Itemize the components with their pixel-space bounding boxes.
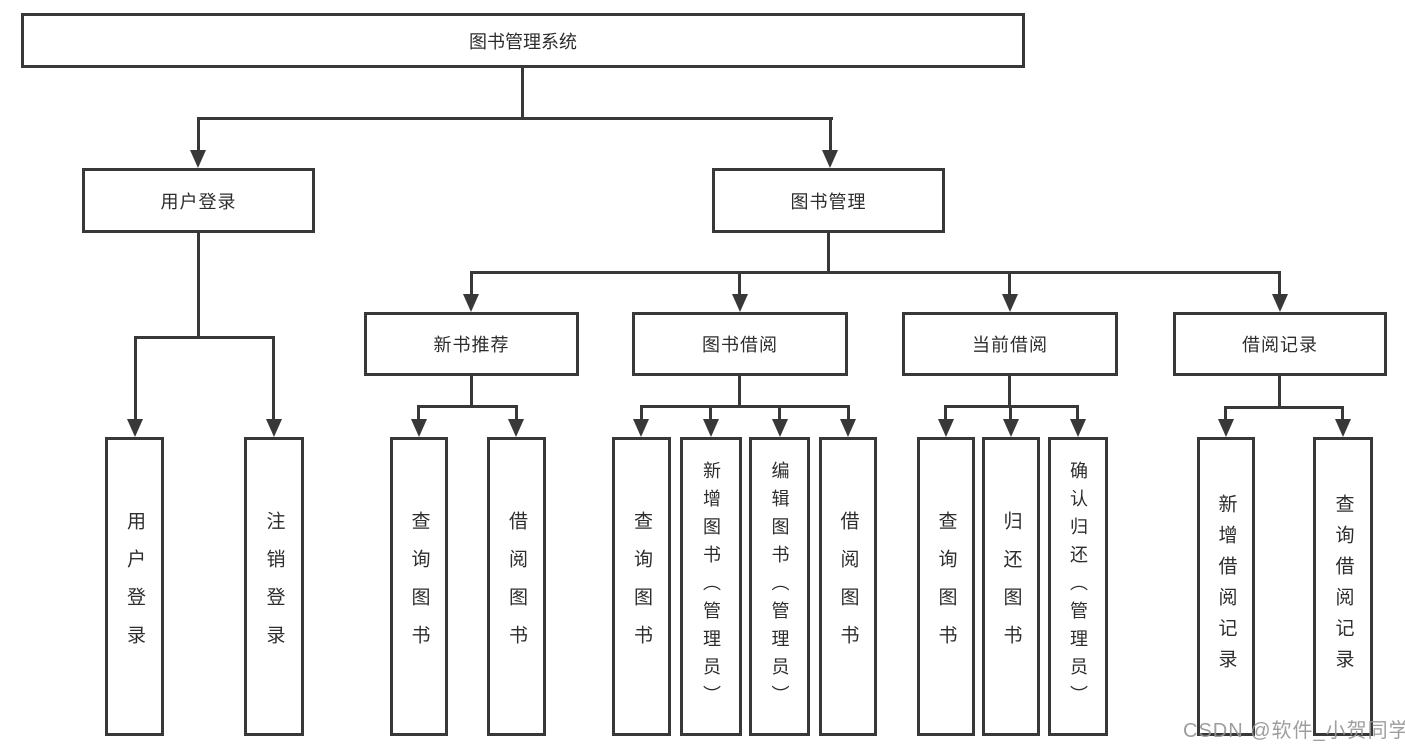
connector-current-borrow-stem [1008, 271, 1011, 296]
leaf-label: 新增借阅记录 [1215, 493, 1237, 680]
leaf-add-books-admin: 新增图书（管理员） [680, 437, 742, 736]
node-label: 当前借阅 [972, 335, 1048, 355]
arrowhead-leaf [411, 419, 427, 437]
node-borrowing-records: 借阅记录 [1173, 312, 1387, 376]
node-label: 图书借阅 [702, 335, 778, 355]
connector-book-mgmt-rail [470, 271, 1281, 274]
leaf-edit-books-admin: 编辑图书（管理员） [749, 437, 810, 736]
csdn-watermark: CSDN @软件_小贺同学 [1183, 720, 1405, 742]
connector-book-borrow-stem [738, 271, 741, 296]
leaf-query-books-2: 查询图书 [612, 437, 671, 736]
leaf-query-books-1: 查询图书 [390, 437, 448, 736]
arrowhead-leaf [633, 419, 649, 437]
connector-leaf-stem [778, 405, 781, 421]
connector-user-login-down [197, 233, 200, 337]
leaf-borrow-books-1: 借阅图书 [487, 437, 546, 736]
connector-leaf-stem [1009, 405, 1012, 421]
connector-new-books-stem [470, 271, 473, 296]
arrowhead-new-books [463, 294, 479, 312]
connector-leaf-stem [1224, 406, 1227, 421]
arrowhead-book-borrow [732, 294, 748, 312]
connector-book-mgmt-stem [829, 117, 832, 153]
leaf-label: 注销登录 [263, 510, 285, 663]
arrowhead-leaf [1003, 419, 1019, 437]
connector-leaf-stem [417, 405, 420, 421]
leaf-label: 借阅图书 [506, 510, 527, 663]
arrowhead-user-login [190, 150, 206, 168]
connector-current-borrow-down [1008, 376, 1011, 407]
node-current-borrowing: 当前借阅 [902, 312, 1118, 376]
leaf-user-login: 用户登录 [105, 437, 164, 736]
arrowhead-borrow-records [1272, 294, 1288, 312]
leaf-query-borrow-record: 查询借阅记录 [1313, 437, 1373, 736]
leaf-label: 编辑图书（管理员） [769, 460, 790, 713]
arrowhead-leaf [1218, 419, 1234, 437]
leaf-label: 归还图书 [1000, 510, 1022, 663]
connector-root-rail [197, 117, 833, 120]
connector-borrow-records-rail [1224, 406, 1344, 409]
connector-borrow-records-stem [1278, 271, 1281, 296]
arrowhead-leaf [127, 419, 143, 437]
node-book-management: 图书管理 [712, 168, 945, 233]
connector-leaf-stem [640, 405, 643, 421]
connector-book-borrow-down [738, 376, 741, 407]
leaf-label: 借阅图书 [837, 510, 859, 663]
connector-user-login-rail [134, 336, 275, 339]
arrowhead-leaf [703, 419, 719, 437]
leaf-add-borrow-record: 新增借阅记录 [1197, 437, 1255, 736]
arrowhead-leaf [1335, 419, 1351, 437]
leaf-label: 新增图书（管理员） [701, 460, 721, 713]
leaf-logout: 注销登录 [244, 437, 304, 736]
node-label: 借阅记录 [1242, 335, 1318, 355]
connector-leaf-stem [709, 405, 712, 421]
node-new-book-recommend: 新书推荐 [364, 312, 579, 376]
connector-borrow-records-down [1278, 376, 1281, 408]
arrowhead-leaf [840, 419, 856, 437]
leaf-query-books-3: 查询图书 [917, 437, 975, 736]
node-library-management-system: 图书管理系统 [21, 13, 1025, 68]
node-label: 图书管理 [790, 191, 867, 212]
connector-root-stem [521, 68, 524, 118]
connector-leaf-stem [1076, 405, 1079, 421]
leaf-return-books: 归还图书 [982, 437, 1040, 736]
arrowhead-leaf [1070, 419, 1086, 437]
arrowhead-leaf [508, 419, 524, 437]
arrowhead-current-borrow [1002, 294, 1018, 312]
connector-leaf-stem [515, 405, 518, 421]
leaf-label: 用户登录 [124, 510, 145, 663]
node-label: 用户登录 [160, 191, 237, 212]
arrowhead-leaf [772, 419, 788, 437]
leaf-label: 查询图书 [408, 510, 430, 663]
leaf-confirm-return-admin: 确认归还（管理员） [1048, 437, 1108, 736]
node-book-borrowing: 图书借阅 [632, 312, 848, 376]
leaf-label: 查询图书 [631, 510, 652, 663]
connector-user-login-stem [197, 117, 200, 153]
leaf-label: 确认归还（管理员） [1068, 460, 1088, 713]
connector-new-books-down [470, 376, 473, 407]
node-label: 图书管理系统 [469, 31, 577, 52]
connector-new-books-rail [417, 405, 518, 408]
leaf-label: 查询图书 [935, 510, 957, 663]
leaf-borrow-books-2: 借阅图书 [819, 437, 877, 736]
node-label: 新书推荐 [433, 335, 510, 355]
arrowhead-book-mgmt [822, 150, 838, 168]
leaf-label: 查询借阅记录 [1332, 493, 1354, 680]
connector-leaf-stem [134, 336, 137, 421]
node-user-login: 用户登录 [82, 168, 315, 233]
connector-book-borrow-rail [640, 405, 850, 408]
connector-leaf-stem [847, 405, 850, 421]
connector-leaf-stem [944, 405, 947, 421]
connector-leaf-stem [272, 336, 275, 421]
connector-book-mgmt-down [827, 233, 830, 273]
connector-leaf-stem [1341, 406, 1344, 421]
arrowhead-leaf [938, 419, 954, 437]
arrowhead-leaf [266, 419, 282, 437]
